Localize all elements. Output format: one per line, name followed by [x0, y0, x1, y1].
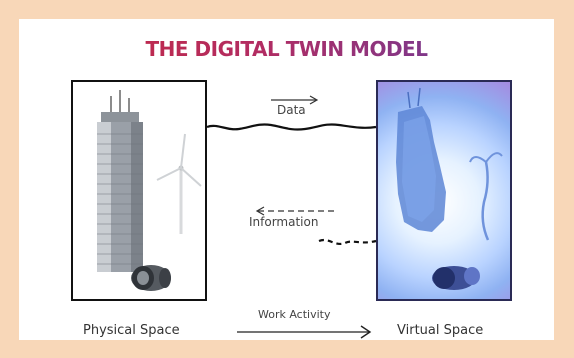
- skyscraper-icon: [97, 90, 143, 272]
- diagram-canvas: THE DIGITAL TWIN MODEL: [19, 19, 554, 340]
- virtual-skyscraper-icon: [396, 87, 446, 232]
- information-arrow: [255, 206, 335, 216]
- data-label: Data: [277, 103, 306, 117]
- virtual-wind-turbine-icon: [469, 152, 503, 241]
- data-arrow: [271, 95, 319, 105]
- virtual-jet-engine-icon: [432, 266, 480, 290]
- virtual-space-panel: [376, 80, 512, 301]
- work-activity-arrow: [237, 325, 372, 339]
- information-label: Information: [249, 215, 319, 229]
- physical-space-panel: [71, 80, 207, 301]
- wind-turbine-icon: [156, 133, 202, 234]
- jet-engine-icon: [131, 265, 171, 291]
- diagram-title: THE DIGITAL TWIN MODEL: [19, 37, 554, 61]
- physical-space-label: Physical Space: [83, 323, 180, 338]
- work-activity-label: Work Activity: [258, 308, 331, 321]
- virtual-space-label: Virtual Space: [397, 323, 484, 338]
- information-stream-line: [318, 239, 377, 245]
- data-stream-line: [206, 123, 377, 131]
